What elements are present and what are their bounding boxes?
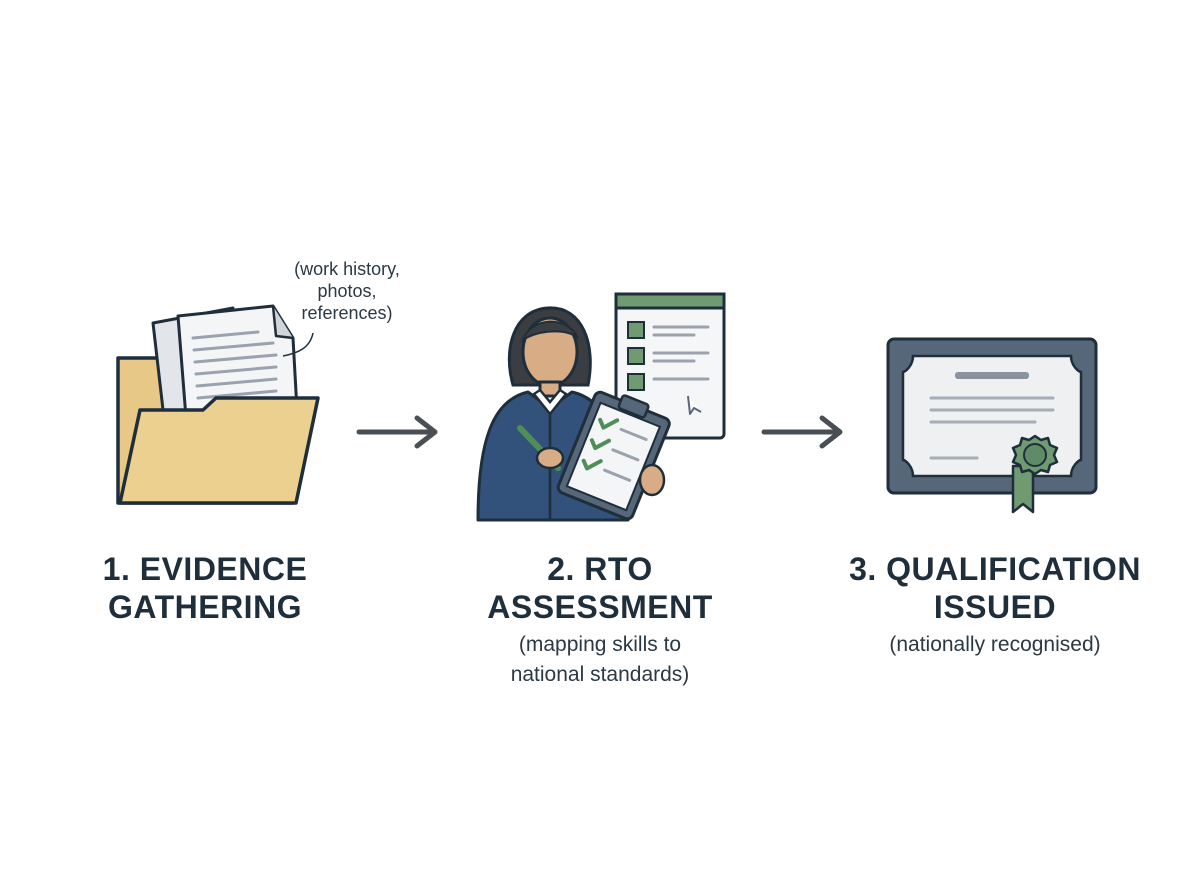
step-2-title: 2. RTO ASSESSMENT (487, 551, 713, 625)
step-1-title: 1. EVIDENCE GATHERING (102, 551, 308, 625)
callout-line: photos, (317, 281, 377, 301)
assessor-clipboard-icon (476, 292, 726, 522)
step-2-note: (mapping skills to national standards) (510, 633, 690, 686)
step-3-title: 3. QUALIFICATION ISSUED (849, 551, 1141, 625)
folder-documents-icon (116, 304, 320, 505)
certificate-seal-icon (886, 337, 1098, 514)
arrow-right-icon (761, 415, 843, 449)
arrow-right-icon (356, 415, 438, 449)
callout-line: references) (301, 303, 393, 323)
evidence-callout: (work history, photos, references) (272, 258, 422, 324)
callout-line: (work history, (294, 259, 400, 279)
step-3-note: (nationally recognised) (889, 633, 1101, 656)
